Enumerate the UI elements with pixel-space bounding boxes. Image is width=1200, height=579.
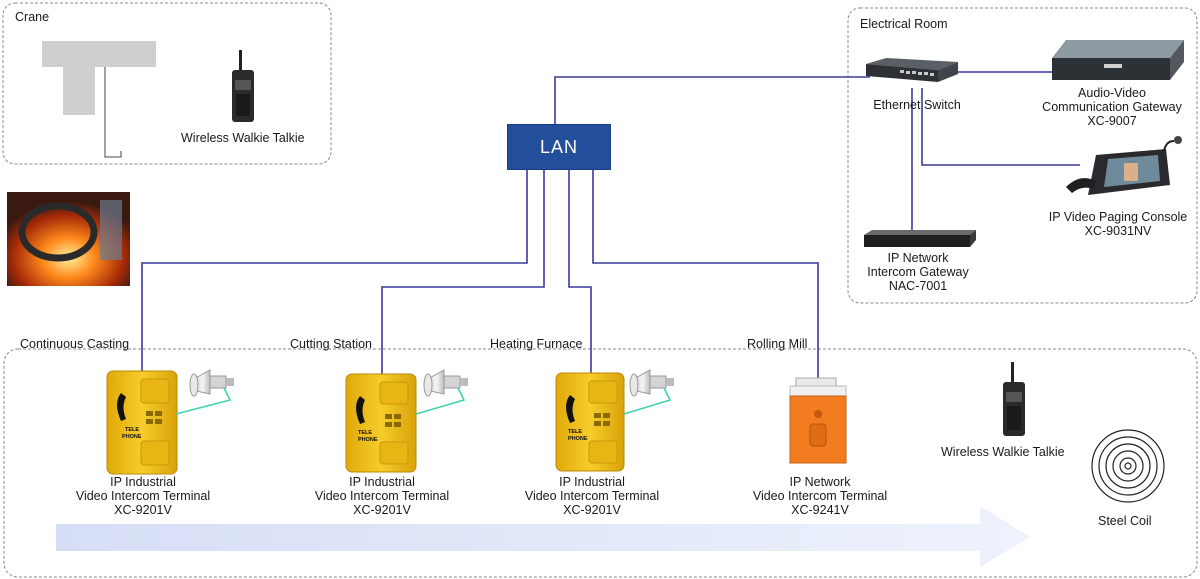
station-label-heating-furnace: Heating Furnace (490, 337, 583, 351)
industrial-phone-icon: TELE PHONE (106, 370, 178, 475)
intercom-gateway-line-1: IP Network (887, 251, 949, 265)
device-type: IP Industrial (559, 475, 625, 489)
network-links (141, 71, 1080, 380)
av-gateway-line-2: Communication Gateway (1042, 100, 1182, 114)
device-label-1: IP Industrial Video Intercom Terminal XC… (76, 475, 210, 517)
intercom-gateway-line-2: Intercom Gateway (867, 265, 969, 279)
av-gateway-line-1: Audio-Video (1078, 86, 1146, 100)
paging-console-name: IP Video Paging Console (1048, 210, 1188, 224)
intercom-gateway-label: IP Network Intercom Gateway NAC-7001 (867, 251, 968, 293)
phone-text-phone: PHONE (358, 437, 378, 443)
ethernet-switch-label: Ethernet Switch (873, 98, 961, 112)
device-desc: Video Intercom Terminal (75, 489, 211, 503)
production-floor-zone-box (3, 348, 1198, 578)
lan-node: LAN (507, 124, 611, 170)
electrical-room-zone-label: Electrical Room (860, 17, 948, 31)
steel-mill-photo (7, 192, 130, 286)
phone-text-tele: TELE (358, 430, 372, 436)
ethernet-switch-icon (866, 58, 958, 82)
crane-walkie-label: Wireless Walkie Talkie (181, 131, 305, 145)
phone-text-tele: TELE (125, 427, 139, 433)
intercom-gateway-model: NAC-7001 (888, 279, 948, 293)
process-flow-arrow (56, 506, 1030, 567)
lan-label: LAN (539, 136, 578, 157)
industrial-phone-icon: TELE PHONE (555, 372, 625, 472)
crane-zone-label: Crane (15, 10, 50, 24)
device-desc: Video Intercom Terminal (314, 489, 450, 503)
device-type: IP Industrial (110, 475, 176, 489)
walkie-talkie-icon (232, 50, 254, 122)
device-desc: Video Intercom Terminal (524, 489, 660, 503)
phone-text-phone: PHONE (122, 434, 142, 440)
station-label-cutting: Cutting Station (290, 337, 372, 351)
paging-console-model: XC-9031NV (1084, 224, 1152, 238)
crane-zone-box (2, 2, 332, 165)
device-label-3: IP Industrial Video Intercom Terminal XC… (525, 475, 659, 517)
steel-coil-icon (1091, 429, 1165, 503)
station-label-continuous-casting: Continuous Casting (20, 337, 130, 351)
device-model: XC-9201V (353, 503, 411, 517)
phone-text-phone: PHONE (568, 436, 588, 442)
paging-console-icon (1066, 136, 1182, 195)
av-gateway-icon (1052, 40, 1184, 80)
steel-coil-label: Steel Coil (1098, 514, 1152, 528)
av-gateway-label: Audio-Video Communication Gateway XC-900… (1042, 86, 1182, 128)
station-label-rolling-mill: Rolling Mill (747, 337, 808, 351)
video-intercom-terminal-icon (789, 377, 847, 464)
device-type: IP Network (789, 475, 851, 489)
electrical-room-zone-box (847, 7, 1198, 304)
device-label-2: IP Industrial Video Intercom Terminal XC… (315, 475, 449, 517)
walkie-talkie-icon (1003, 362, 1025, 436)
crane-icon (42, 41, 156, 158)
paging-console-label: IP Video Paging Console XC-9031NV (1049, 210, 1188, 238)
horn-speaker-icon (415, 369, 468, 415)
device-model: XC-9201V (114, 503, 172, 517)
horn-speaker-icon (175, 369, 234, 415)
phone-text-tele: TELE (568, 429, 582, 435)
device-desc: Video Intercom Terminal (752, 489, 888, 503)
av-gateway-model: XC-9007 (1087, 114, 1137, 128)
device-type: IP Industrial (349, 475, 415, 489)
floor-walkie-label: Wireless Walkie Talkie (941, 445, 1065, 459)
horn-speaker-icon (623, 369, 674, 415)
intercom-gateway-icon (864, 230, 976, 247)
industrial-phone-icon: TELE PHONE (345, 373, 417, 473)
device-label-4: IP Network Video Intercom Terminal XC-92… (753, 475, 887, 517)
device-model: XC-9201V (563, 503, 621, 517)
device-model: XC-9241V (791, 503, 849, 517)
